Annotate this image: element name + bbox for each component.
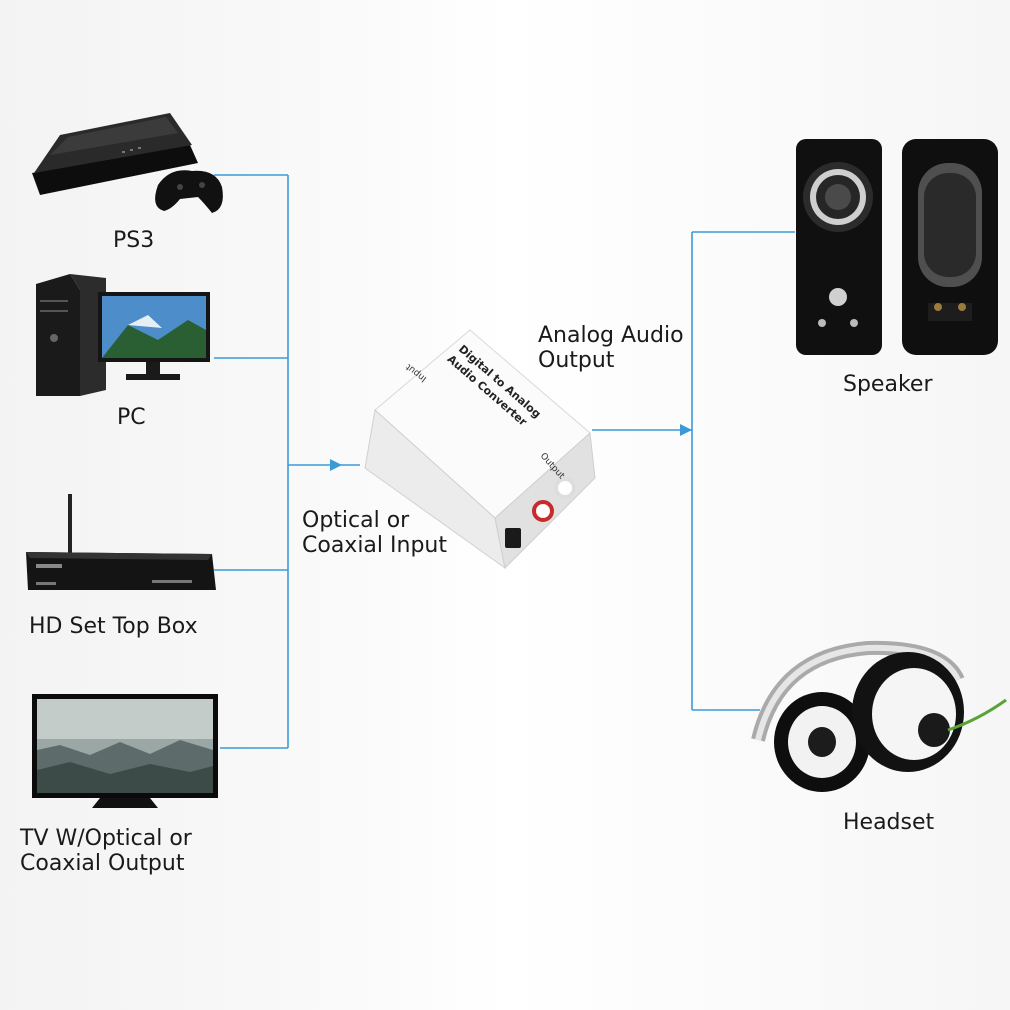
- rca-red-port-icon: [532, 500, 554, 522]
- set-top-box-label: HD Set Top Box: [29, 614, 198, 639]
- ps3-label: PS3: [113, 228, 155, 253]
- headset-label: Headset: [843, 810, 935, 835]
- ps3-console-icon: [32, 113, 223, 213]
- converter-box-icon: Digital to Analog Audio Converter Input …: [364, 329, 596, 570]
- output-arrow-icon: [680, 424, 692, 436]
- input-arrow-icon: [330, 459, 342, 471]
- headphones-icon: [751, 640, 1007, 792]
- tv-label: TV W/Optical or Coaxial Output: [20, 826, 192, 876]
- pc-label: PC: [117, 405, 146, 430]
- set-top-box-icon: [26, 494, 216, 590]
- wire-group: [214, 174, 795, 749]
- analog-audio-output-label: Analog Audio Output: [538, 323, 684, 373]
- rca-white-port-icon: [554, 477, 576, 499]
- optical-port-icon: [505, 528, 521, 548]
- speaker-label: Speaker: [843, 372, 933, 397]
- tv-icon: [32, 694, 218, 808]
- optical-coaxial-input-label: Optical or Coaxial Input: [302, 508, 447, 558]
- desktop-computer-icon: [36, 274, 210, 396]
- speaker-icon: [796, 139, 998, 355]
